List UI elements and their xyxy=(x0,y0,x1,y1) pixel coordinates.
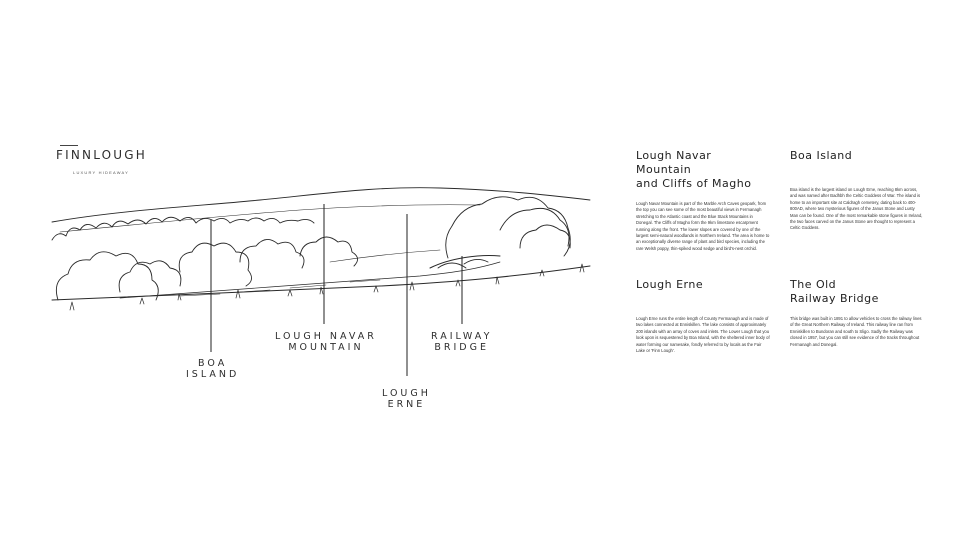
bushes-right xyxy=(445,196,571,259)
info-title-lough-erne: Lough Erne xyxy=(636,278,704,291)
info-block-boa-island: Boa Island Boa island is the largest isl… xyxy=(790,149,924,232)
bushes-mid-3 xyxy=(299,236,358,267)
info-title-railway-bridge: The Old Railway Bridge xyxy=(790,278,879,305)
bushes-right-2 xyxy=(499,207,570,247)
callout-railway-bridge: RAILWAY BRIDGE xyxy=(431,331,492,353)
callout-boa-island: BOA ISLAND xyxy=(186,358,239,380)
info-block-railway-bridge: The Old Railway Bridge This bridge was b… xyxy=(790,278,924,348)
info-block-lough-navar: Lough Navar Mountain and Cliffs of Magho… xyxy=(636,149,770,252)
bushes-mid-2 xyxy=(239,239,305,269)
callout-boa-island-line-1: BOA xyxy=(198,358,228,369)
info-title-lough-navar: Lough Navar Mountain and Cliffs of Magho xyxy=(636,149,752,190)
callout-lough-navar-line-2: MOUNTAIN xyxy=(288,342,364,353)
brand-tagline: LUXURY HIDEAWAY xyxy=(73,170,129,175)
callout-railway-bridge-line-2: BRIDGE xyxy=(434,342,489,353)
callout-lough-navar-line-1: LOUGH NAVAR xyxy=(275,331,377,342)
info-title-boa-island: Boa Island xyxy=(790,149,853,162)
info-block-lough-erne: Lough Erne Lough Erne runs the entire le… xyxy=(636,278,770,354)
mountain-ridge-2 xyxy=(59,204,481,233)
lake-edge xyxy=(119,261,501,299)
info-body-railway-bridge: This bridge was built in 1891 to allow v… xyxy=(790,316,922,347)
bushes-right-3 xyxy=(519,224,571,249)
info-body-lough-navar: Lough Navar Mountain is part of the Marb… xyxy=(636,201,770,251)
bushes-mid xyxy=(178,242,252,287)
bridge-deck xyxy=(429,255,501,269)
callout-lough-erne-line-2: ERNE xyxy=(387,399,426,410)
brand-name: FINNLOUGH xyxy=(56,148,148,162)
shoreline xyxy=(51,265,591,301)
grass-tufts xyxy=(69,263,585,311)
bridge-arch xyxy=(437,259,489,269)
lake-edge-2 xyxy=(329,249,441,263)
bushes-left-2 xyxy=(118,260,182,293)
callout-lough-erne-line-1: LOUGH xyxy=(382,388,431,399)
brand-logo: FINNLOUGH LUXURY HIDEAWAY xyxy=(56,145,148,175)
logo-accent-line xyxy=(60,145,78,146)
callout-boa-island-line-2: ISLAND xyxy=(186,369,240,380)
callout-lough-navar-mountain: LOUGH NAVAR MOUNTAIN xyxy=(275,331,377,353)
info-body-lough-erne: Lough Erne runs the entire length of Cou… xyxy=(636,316,770,354)
bushes-left xyxy=(55,251,159,301)
callout-lough-erne: LOUGH ERNE xyxy=(382,388,431,410)
info-body-boa-island: Boa island is the largest island on Loug… xyxy=(790,187,923,231)
mountain-ridge xyxy=(51,187,591,223)
callout-railway-bridge-line-1: RAILWAY xyxy=(431,331,493,342)
treeline xyxy=(51,216,315,241)
